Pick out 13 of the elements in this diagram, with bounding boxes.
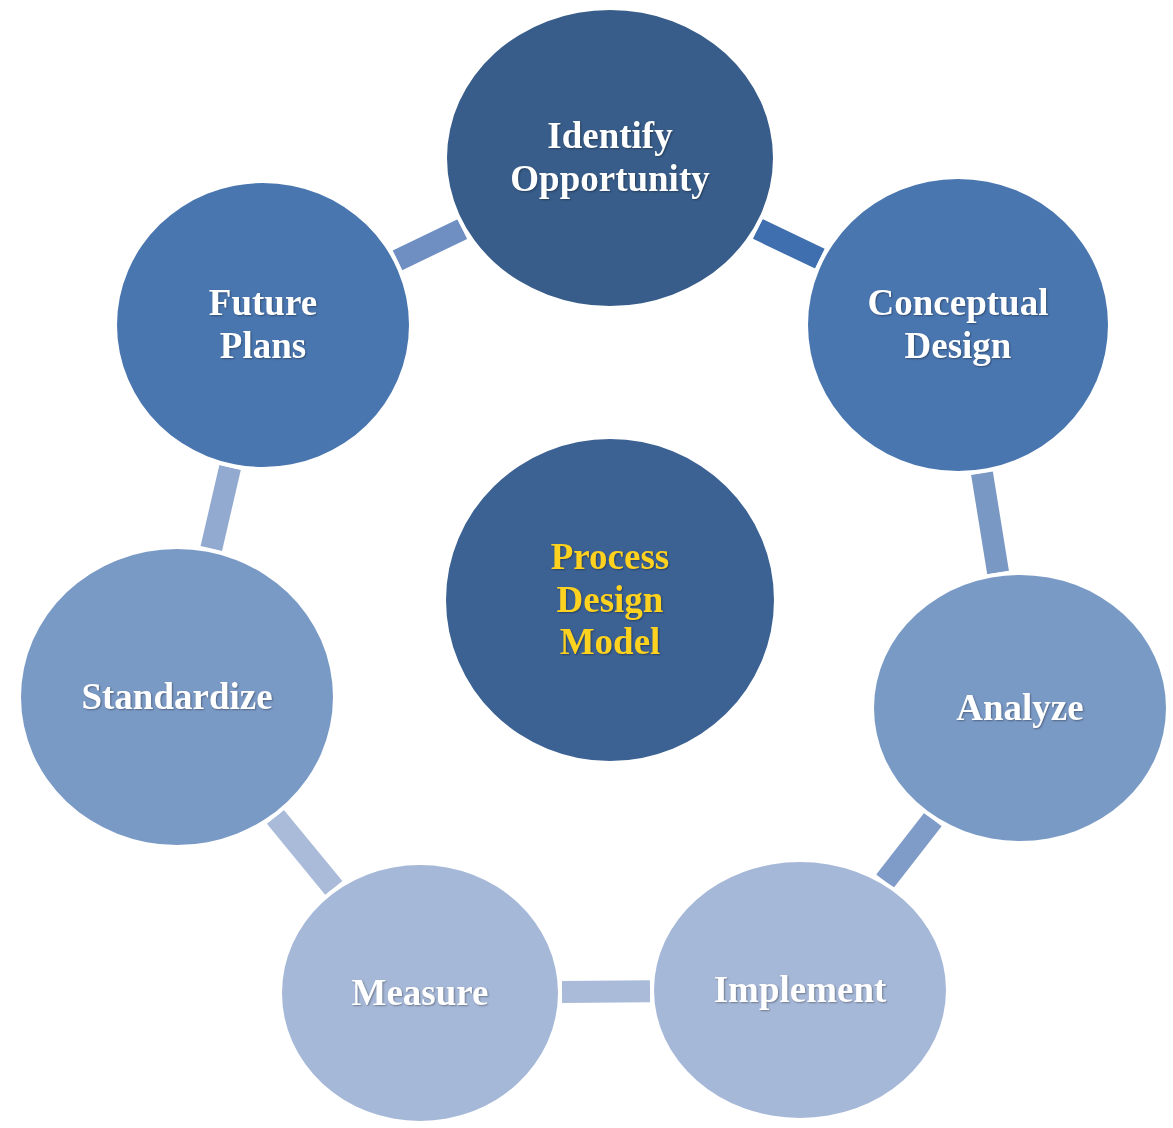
connector-band	[752, 218, 825, 269]
node-label: Measure	[351, 971, 489, 1015]
connector-band	[561, 980, 651, 1003]
node-label: Future Plans	[207, 282, 319, 368]
node-label: Process Design Model	[549, 536, 671, 664]
node-label: Identify Opportunity	[509, 115, 711, 201]
node-label: Standardize	[81, 675, 273, 719]
connector-band	[392, 219, 468, 271]
node-label: Analyze	[956, 686, 1084, 730]
node-label: Implement	[713, 968, 887, 1012]
node-label: Conceptual Design	[866, 282, 1050, 368]
connector-band	[971, 471, 1009, 575]
connector-band	[200, 464, 241, 551]
